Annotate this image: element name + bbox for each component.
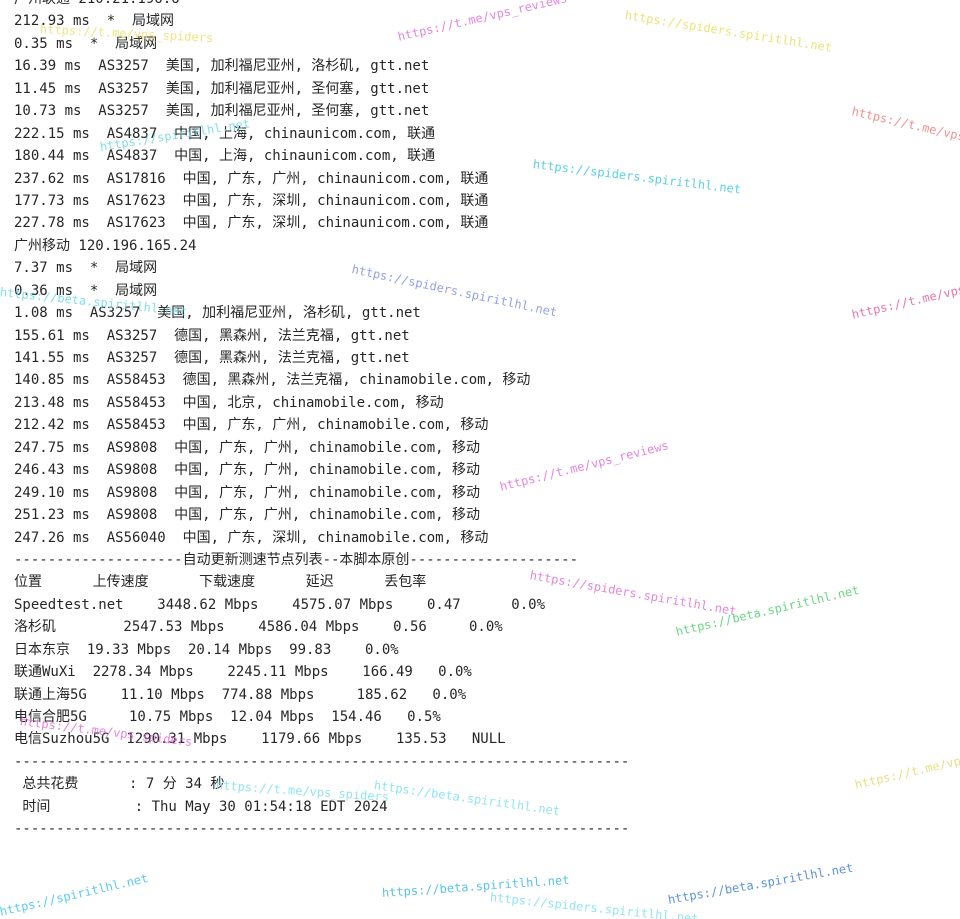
watermark: https://beta.spiritlhl.net [381, 872, 570, 900]
terminal-line: 7.37 ms * 局域网 [14, 260, 158, 277]
terminal-line: 155.61 ms AS3257 德国, 黑森州, 法兰克福, gtt.net [14, 327, 410, 344]
table-row: 电信Suzhou5G 1290.31 Mbps 1179.66 Mbps 135… [14, 731, 506, 748]
table-header: 位置 上传速度 下载速度 延迟 丢包率 [14, 574, 427, 591]
terminal-line: 141.55 ms AS3257 德国, 黑森州, 法兰克福, gtt.net [14, 350, 410, 366]
total-time-line: 总共花费 : 7 分 34 秒 [14, 776, 225, 793]
terminal-line: 247.75 ms AS9808 中国, 广东, 广州, chinamobile… [14, 439, 481, 456]
terminal-line: 249.10 ms AS9808 中国, 广东, 广州, chinamobile… [14, 484, 481, 501]
terminal-line: 0.36 ms * 局域网 [14, 282, 158, 299]
terminal-line: 11.45 ms AS3257 美国, 加利福尼亚州, 圣何塞, gtt.net [14, 80, 430, 97]
terminal-line: 213.48 ms AS58453 中国, 北京, chinamobile.co… [14, 394, 444, 411]
terminal-line: 180.44 ms AS4837 中国, 上海, chinaunicom.com… [14, 148, 436, 165]
table-row: Speedtest.net 3448.62 Mbps 4575.07 Mbps … [14, 596, 546, 613]
terminal-line: 10.73 ms AS3257 美国, 加利福尼亚州, 圣何塞, gtt.net [14, 103, 430, 120]
table-row: 电信合肥5G 10.75 Mbps 12.04 Mbps 154.46 0.5% [14, 709, 441, 725]
section-divider: --------------------自动更新测速节点列表--本脚本原创---… [14, 551, 579, 568]
terminal-line: 广州联通 210.21.196.6 [14, 0, 944, 10]
terminal-line: 177.73 ms AS17623 中国, 广东, 深圳, chinaunico… [14, 192, 489, 209]
terminal-line: 222.15 ms AS4837 中国, 上海, chinaunicom.com… [14, 125, 436, 142]
terminal-line: 212.93 ms * 局域网 [14, 13, 175, 30]
terminal-line: 251.23 ms AS9808 中国, 广东, 广州, chinamobile… [14, 507, 481, 524]
terminal-line: 140.85 ms AS58453 德国, 黑森州, 法兰克福, chinamo… [14, 372, 531, 389]
watermark: https://spiders.spiritlhl.net [489, 890, 700, 919]
terminal-line: 1.08 ms AS3257 美国, 加利福尼亚州, 洛杉矶, gtt.net [14, 305, 421, 322]
terminal-line: 16.39 ms AS3257 美国, 加利福尼亚州, 洛杉矶, gtt.net [14, 58, 430, 75]
terminal-line: 247.26 ms AS56040 中国, 广东, 深圳, chinamobil… [14, 529, 489, 546]
timestamp-line: 时间 : Thu May 30 01:54:18 EDT 2024 [14, 798, 388, 815]
watermark: https://spiritlhl.net [0, 871, 150, 919]
terminal-line: 212.42 ms AS58453 中国, 广东, 广州, chinamobil… [14, 417, 489, 434]
terminal-line: 0.35 ms * 局域网 [14, 35, 158, 52]
table-row: 洛杉矶 2547.53 Mbps 4586.04 Mbps 0.56 0.0% [14, 619, 503, 636]
terminal-output: 广州联通 210.21.196.6 212.93 ms * 局域网 0.35 m… [14, 0, 944, 841]
section-divider: ----------------------------------------… [14, 821, 630, 838]
terminal-line: 227.78 ms AS17623 中国, 广东, 深圳, chinaunico… [14, 215, 489, 232]
terminal-line: 246.43 ms AS9808 中国, 广东, 广州, chinamobile… [14, 462, 481, 479]
watermark: https://beta.spiritlhl.net [666, 860, 855, 907]
terminal-line: 237.62 ms AS17816 中国, 广东, 广州, chinaunico… [14, 170, 489, 187]
table-row: 联通WuXi 2278.34 Mbps 2245.11 Mbps 166.49 … [14, 664, 472, 681]
table-row: 日本东京 19.33 Mbps 20.14 Mbps 99.83 0.0% [14, 641, 399, 658]
table-row: 联通上海5G 11.10 Mbps 774.88 Mbps 185.62 0.0… [14, 686, 467, 703]
terminal-line: 广州移动 120.196.165.24 [14, 237, 197, 254]
section-divider: ----------------------------------------… [14, 753, 630, 770]
